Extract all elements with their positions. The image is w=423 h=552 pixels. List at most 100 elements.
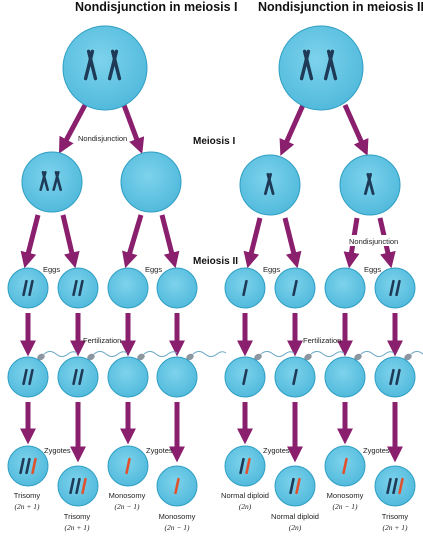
sperm [254,351,295,361]
cell-membrane [62,25,148,111]
chromatid [22,368,28,386]
nondisjunction-label-bg [346,235,398,246]
chromatid [78,279,84,297]
cell-membrane [278,25,364,111]
zygotes-label-3: Zygotes [263,446,290,455]
fertilization-cell-2 [57,356,99,398]
sperm-head [186,353,194,361]
egg-cell-5 [224,267,266,309]
sperm [137,351,178,361]
chromatid [78,368,84,386]
fertilization-label-2: Fertilization [303,336,341,345]
stage-meiosis-2-label: Meiosis II [193,256,238,267]
chromatid [292,279,298,297]
sperm-tail [360,351,395,357]
result-right-1-formula: (2n) [239,502,252,511]
sperm-head [354,353,362,361]
chromatid [28,368,34,386]
chromatid [174,477,180,495]
eggs-label-1: Eggs [43,265,60,274]
fertilization-cell-4 [156,356,198,398]
chromatid [302,49,314,81]
nondisjunction-label-meiosis-1: Nondisjunction [78,134,127,143]
zygote-cell-2 [57,465,99,507]
chromatid [22,279,28,297]
egg-cell-7 [324,267,366,309]
chromatid [395,368,401,386]
cell-membrane [156,356,198,398]
result-left-4-name: Monosomy [159,512,196,521]
chromatid [19,457,25,475]
sperm [404,351,423,361]
egg-cell-3 [107,267,149,309]
sperm [354,351,395,361]
sperm-head [404,353,412,361]
meiosis-1-daughter-cell-4 [339,154,401,216]
chromatid [81,477,87,495]
result-left-1-formula: (2n + 1) [14,502,40,511]
chromatid [366,172,375,196]
cell-membrane [107,356,149,398]
cell-membrane [274,465,316,507]
cell-membrane [374,267,416,309]
chromatid [392,477,398,495]
cell-membrane [21,151,83,213]
sperm [37,351,78,361]
zygote-cell-4 [156,465,198,507]
result-left-3-formula: (2n − 1) [114,502,140,511]
cells [7,25,416,507]
result-left-2-name: Trisomy [64,512,91,521]
chromatid [342,457,348,475]
parent-cell-right [278,25,364,111]
chromatid [292,368,298,386]
fertilization-cell-3 [107,356,149,398]
result-right-2-name: Normal diploid [271,512,319,521]
zygote-cell-1 [7,445,49,487]
egg-cell-2 [57,267,99,309]
chromatid [245,457,251,475]
chromatid [289,477,295,495]
zygote-cell-3 [107,445,149,487]
cell-membrane [324,356,366,398]
sperm-tail [310,351,345,357]
sperm [304,351,345,361]
meiosis-1-daughter-cell-2 [120,151,182,213]
result-right-3-formula: (2n − 1) [332,502,358,511]
fertilization-cell-5 [224,356,266,398]
chromatid [110,49,122,81]
chromatid [86,49,98,81]
sperm-head [254,353,262,361]
cell-membrane [57,267,99,309]
result-right-1-name: Normal diploid [221,491,269,500]
fertilization-label-1: Fertilization [83,336,121,345]
sperm-tail [143,351,178,357]
cell-membrane [374,356,416,398]
zygote-cell-6 [274,465,316,507]
chromatid [389,279,395,297]
sperm-head [87,353,95,361]
chromatid [398,477,404,495]
chromatid [25,457,31,475]
sperm [186,351,227,361]
result-right-2-formula: (2n) [289,523,302,532]
chromatid [239,457,245,475]
zygote-cell-5 [224,445,266,487]
chromatid [395,279,401,297]
chromatid [295,477,301,495]
result-left-4-formula: (2n − 1) [164,523,190,532]
chromatid [31,457,37,475]
chromatid [41,171,49,191]
chromatid [28,279,34,297]
sperm [87,351,128,361]
egg-cell-1 [7,267,49,309]
sperm-tail [192,351,227,357]
chromatid [75,477,81,495]
meiosis-1-daughter-cell-3 [239,154,301,216]
fertilization-cell-6 [274,356,316,398]
title-meiosis-2: Nondisjunction in meiosis II [258,0,423,14]
cell-membrane [7,267,49,309]
sperm-head [137,353,145,361]
parent-cell-left [62,25,148,111]
zygotes-label-4: Zygotes [363,446,390,455]
